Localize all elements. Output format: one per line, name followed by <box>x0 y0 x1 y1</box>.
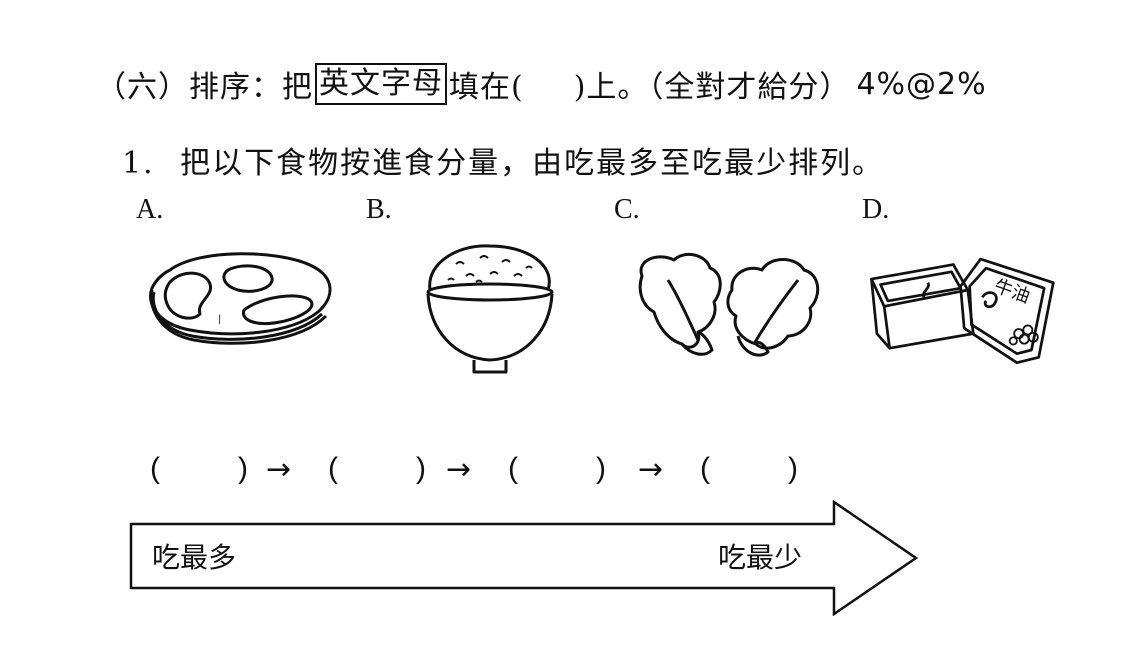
header-suffix: )上。（全對才給分） <box>573 70 851 105</box>
question-1: 1. 把以下食物按進食分量，由吃最多至吃最少排列。 <box>122 138 884 182</box>
header-boxed-term: 英文字母 <box>315 63 447 105</box>
steak-icon: | <box>149 252 332 345</box>
svg-text:|: | <box>218 314 221 325</box>
option-letter-d: D. <box>862 194 890 225</box>
header-prefix: （六）排序：把 <box>96 70 313 105</box>
cabbage-icon <box>638 252 820 357</box>
blank-1-open: ( <box>150 452 160 485</box>
header-score: 4%@2% <box>856 66 987 102</box>
header-middle: 填在( <box>449 70 524 105</box>
question-text: 把以下食物按進食分量，由吃最多至吃最少排列。 <box>180 146 885 181</box>
option-letter-a: A. <box>136 194 164 225</box>
blank-3-open: ( <box>508 452 518 485</box>
scale-label-least: 吃最少 <box>718 541 803 574</box>
answer-blank-4[interactable]: () <box>700 452 798 486</box>
option-letter-b: B. <box>366 194 392 225</box>
order-arrow-2: → <box>446 452 472 487</box>
section-header: （六）排序：把 英文字母 填在( )上。（全對才給分） 4%@2% <box>96 60 987 108</box>
order-arrow-3: → <box>638 452 664 487</box>
answer-blank-3[interactable]: () <box>508 452 606 486</box>
answer-blank-2[interactable]: () <box>328 452 426 486</box>
butter-icon: 牛油 <box>870 257 1055 365</box>
scale-label-most: 吃最多 <box>152 541 237 574</box>
blank-4-close: ) <box>788 452 798 485</box>
blank-4-open: ( <box>700 452 710 485</box>
answer-blank-1[interactable]: () <box>150 452 248 486</box>
blank-3-close: ) <box>596 452 606 485</box>
order-arrow-1: → <box>266 452 292 487</box>
rice-bowl-icon <box>426 244 554 374</box>
blank-2-open: ( <box>328 452 338 485</box>
quantity-scale-arrow <box>129 500 919 616</box>
blank-2-close: ) <box>416 452 426 485</box>
option-letter-c: C. <box>614 194 640 225</box>
blank-1-close: ) <box>238 452 248 485</box>
butter-label: 牛油 <box>991 276 1032 308</box>
question-number: 1. <box>122 146 155 181</box>
